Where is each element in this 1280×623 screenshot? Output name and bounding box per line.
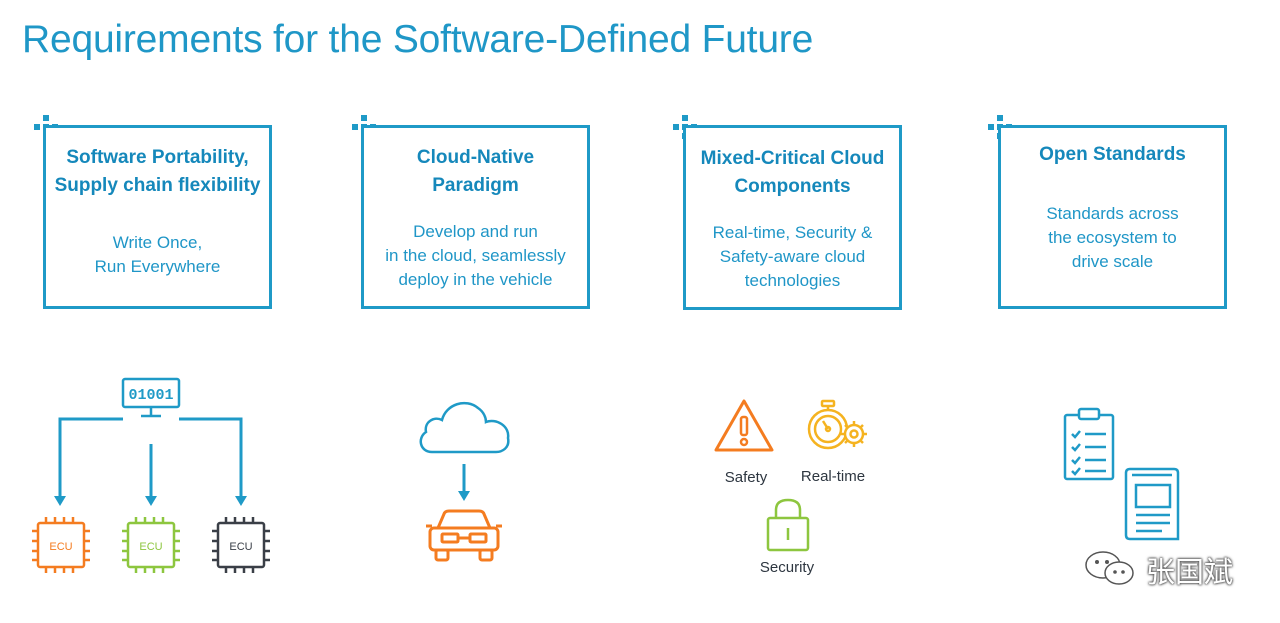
warning-icon bbox=[714, 399, 774, 452]
card-description: Standards across the ecosystem to drive … bbox=[1046, 204, 1179, 271]
ecu-label: ECU bbox=[139, 541, 162, 553]
card-description: Develop and run in the cloud, seamlessly… bbox=[385, 222, 566, 289]
chip-icon bbox=[122, 517, 180, 573]
binary-text: 01001 bbox=[128, 387, 173, 404]
lock-icon bbox=[766, 498, 810, 552]
card-mixed-critical: Mixed-Critical Cloud Components Real-tim… bbox=[683, 125, 902, 310]
realtime-label: Real-time bbox=[800, 468, 866, 485]
cloud-icon bbox=[419, 401, 510, 454]
ecu-label: ECU bbox=[229, 541, 252, 553]
card-title: Cloud-Native Paradigm bbox=[416, 147, 535, 196]
card-description: Real-time, Security & Safety-aware cloud… bbox=[712, 223, 873, 290]
card-title: Open Standards bbox=[1039, 144, 1186, 165]
stopwatch-gear-icon bbox=[807, 399, 867, 450]
card-software-portability: Software Portability, Supply chain flexi… bbox=[43, 125, 272, 309]
ecu-distribution-diagram: 01001 ECU ECU ECU bbox=[32, 377, 270, 573]
card-title: Software Portability, Supply chain flexi… bbox=[54, 147, 261, 196]
car-icon bbox=[426, 509, 502, 562]
checklist-icon bbox=[1063, 407, 1115, 481]
safety-label: Safety bbox=[724, 469, 768, 486]
document-icon bbox=[1124, 467, 1180, 541]
chip-icon bbox=[32, 517, 90, 573]
card-description: Write Once, Run Everywhere bbox=[94, 233, 221, 276]
card-cloud-native: Cloud-Native Paradigm Develop and run in… bbox=[361, 125, 590, 309]
card-title: Mixed-Critical Cloud Components bbox=[700, 148, 885, 197]
chip-icon bbox=[212, 517, 270, 573]
ecu-label: ECU bbox=[49, 541, 72, 553]
page-title: Requirements for the Software-Defined Fu… bbox=[22, 18, 814, 61]
security-label: Security bbox=[759, 559, 815, 576]
card-open-standards: Open Standards Standards across the ecos… bbox=[998, 125, 1227, 309]
watermark-text: 张国斌 bbox=[1146, 555, 1234, 589]
wechat-icon bbox=[1085, 551, 1134, 585]
arrow-down-icon bbox=[458, 464, 470, 501]
